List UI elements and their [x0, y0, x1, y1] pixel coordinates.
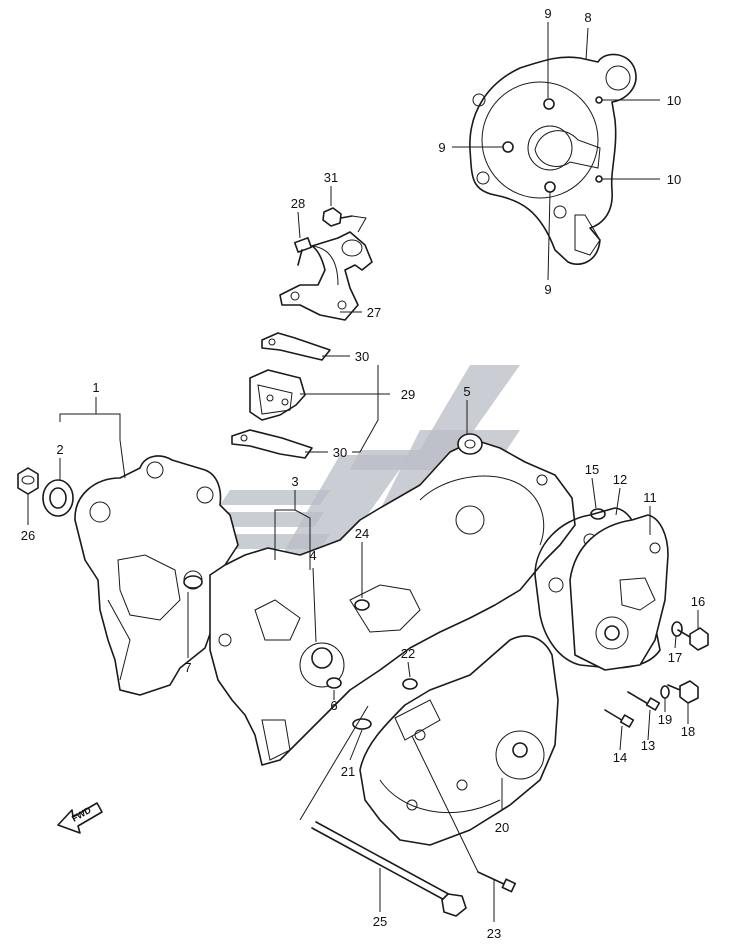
- leader-lines: [27, 22, 699, 922]
- nut-31: [322, 207, 353, 227]
- reed-valve: [249, 369, 306, 421]
- callout-27: 27: [367, 305, 381, 320]
- bolt-14: [604, 709, 635, 728]
- callout-28: 28: [291, 196, 305, 211]
- gasket-lower: [231, 429, 313, 459]
- dowel-7: [183, 575, 203, 589]
- callout-4: 4: [309, 548, 316, 563]
- callout-3: 3: [291, 474, 298, 489]
- callout-17: 17: [668, 650, 682, 665]
- bolt-28: [293, 237, 313, 266]
- crankcase-right: [209, 439, 576, 766]
- callout-8: 8: [584, 10, 591, 25]
- dowel-24: [354, 599, 370, 611]
- callout-9-top: 9: [544, 6, 551, 21]
- callout-30-lower: 30: [333, 445, 347, 460]
- callout-6: 6: [330, 698, 337, 713]
- callout-13: 13: [641, 738, 655, 753]
- callout-5: 5: [463, 384, 470, 399]
- nut-26: [17, 467, 39, 495]
- dowel-22: [402, 678, 418, 690]
- callout-19: 19: [658, 712, 672, 727]
- dowel-6: [326, 677, 342, 689]
- intake-pipe: [279, 231, 373, 321]
- bolt-25: [311, 821, 467, 917]
- callout-14: 14: [613, 750, 627, 765]
- callout-29: 29: [401, 387, 415, 402]
- callout-9-bottom: 9: [544, 282, 551, 297]
- callout-11: 11: [643, 490, 657, 505]
- callout-30-upper: 30: [355, 349, 369, 364]
- bolt-13: [627, 691, 661, 711]
- washer-19: [660, 685, 670, 699]
- bolt-16: [677, 627, 709, 651]
- outer-cover: [359, 635, 559, 846]
- crankcase-left: [74, 455, 239, 696]
- pin-21: [352, 718, 372, 730]
- callout-10-top: 10: [667, 93, 681, 108]
- callout-26: 26: [21, 528, 35, 543]
- callout-22: 22: [401, 646, 415, 661]
- bolt-23: [477, 871, 517, 893]
- callout-31: 31: [324, 170, 338, 185]
- bearing-5: [457, 433, 483, 455]
- callout-18: 18: [681, 724, 695, 739]
- callout-23: 23: [487, 926, 501, 941]
- generator-cover: [469, 53, 637, 265]
- bearing-2: [42, 479, 74, 517]
- callout-20: 20: [495, 820, 509, 835]
- washer-17: [671, 621, 683, 637]
- callout-21: 21: [341, 764, 355, 779]
- gasket-upper: [261, 332, 331, 361]
- forward-direction-arrow: FWD: [57, 802, 103, 834]
- callout-15: 15: [585, 462, 599, 477]
- callout-25: 25: [373, 914, 387, 929]
- callout-10-bottom: 10: [667, 172, 681, 187]
- bolt-18: [667, 680, 699, 704]
- callout-24: 24: [355, 526, 369, 541]
- callout-labels: 1 2 3 4 5 6 7 8 9 9 9 10 10 11 12 13 14 …: [21, 6, 705, 941]
- callout-2: 2: [56, 442, 63, 457]
- callout-7: 7: [184, 660, 191, 675]
- callout-1: 1: [92, 380, 99, 395]
- callout-16: 16: [691, 594, 705, 609]
- callout-12: 12: [613, 472, 627, 487]
- callout-9-left: 9: [438, 140, 445, 155]
